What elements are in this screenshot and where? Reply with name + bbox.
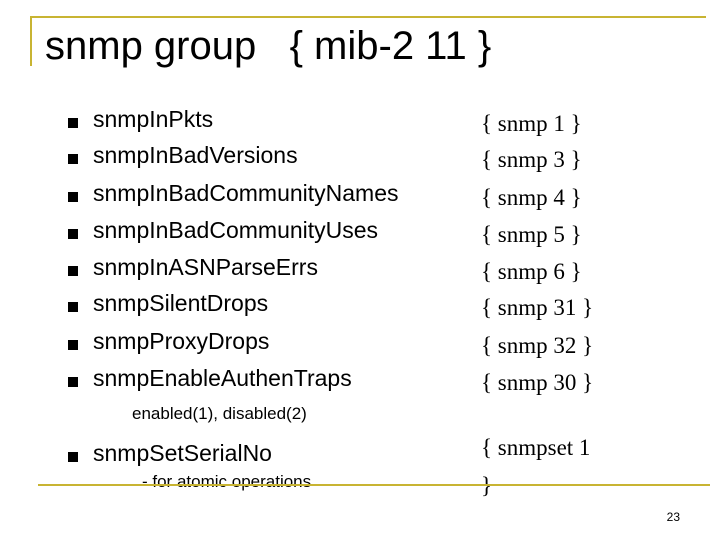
object-name: snmpInBadVersions	[93, 142, 298, 168]
object-oid: { snmp 31 }	[481, 295, 594, 320]
frame-bottom-line	[38, 484, 710, 486]
object-name: snmpInPkts	[93, 106, 214, 132]
page-number: 23	[666, 510, 680, 524]
object-name: snmpSilentDrops	[93, 290, 269, 316]
object-oid: { snmp 32 }	[481, 333, 594, 358]
object-oid: { snmp 30 }	[481, 370, 594, 395]
bullet-square-icon	[68, 302, 78, 312]
list-item: snmpInBadCommunityUses { snmp 5 }	[0, 219, 720, 255]
frame-top-line	[30, 16, 706, 18]
object-name: snmpEnableAuthenTraps	[93, 365, 352, 391]
bullet-square-icon	[68, 340, 78, 350]
bullet-square-icon	[68, 452, 78, 462]
frame-left-line	[30, 16, 32, 66]
object-oid: { snmp 6 }	[481, 259, 582, 284]
slide-title: snmp group { mib-2 11 }	[45, 24, 492, 68]
list-item: snmpInPkts { snmp 1 }	[0, 108, 720, 144]
list-item: snmpSetSerialNo { snmpset 1	[0, 436, 720, 478]
object-name: snmpInBadCommunityUses	[93, 217, 379, 243]
bullet-square-icon	[68, 377, 78, 387]
bullet-square-icon	[68, 118, 78, 128]
list-item: snmpEnableAuthenTraps { snmp 30 }	[0, 367, 720, 403]
list-item: snmpInBadVersions { snmp 3 }	[0, 144, 720, 180]
bullet-square-icon	[68, 229, 78, 239]
object-name: snmpInBadCommunityNames	[93, 180, 399, 206]
list-item: snmpSilentDrops { snmp 31 }	[0, 292, 720, 328]
list-item: snmpProxyDrops { snmp 32 }	[0, 330, 720, 366]
object-oid: { snmp 3 }	[481, 147, 582, 172]
list-item: snmpInASNParseErrs { snmp 6 }	[0, 256, 720, 292]
object-oid: { snmp 1 }	[481, 111, 582, 136]
object-name: snmpInASNParseErrs	[93, 254, 318, 280]
object-oid: { snmp 4 }	[481, 185, 582, 210]
atomic-operations-note: - for atomic operations	[142, 472, 312, 491]
object-oid: { snmpset 1	[481, 435, 591, 460]
bullet-square-icon	[68, 192, 78, 202]
bullet-square-icon	[68, 266, 78, 276]
object-oid: { snmp 5 }	[481, 222, 582, 247]
list-item: snmpInBadCommunityNames { snmp 4 }	[0, 182, 720, 218]
enable-values-note: enabled(1), disabled(2)	[132, 404, 307, 423]
object-name: snmpSetSerialNo	[93, 440, 272, 466]
object-name: snmpProxyDrops	[93, 328, 270, 354]
bullet-square-icon	[68, 154, 78, 164]
